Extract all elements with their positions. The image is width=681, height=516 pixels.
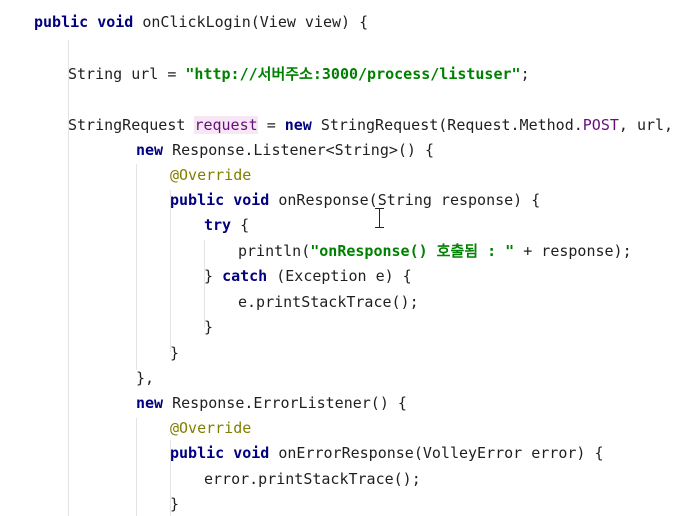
string-literal: "http://서버주소:3000/process/listuser" [185, 65, 521, 83]
indent-guide [68, 40, 69, 516]
constant-post: POST [582, 116, 619, 134]
code-line: StringRequest request = new StringReques… [68, 113, 673, 137]
code-line: println("onResponse() 호출됨 : " + response… [238, 239, 632, 263]
annotation-override: @Override [170, 166, 252, 184]
constructor-call: StringRequest(Request.Method. [320, 116, 583, 134]
annotation-override: @Override [170, 419, 252, 437]
code-line: new Response.Listener<String>() { [136, 138, 434, 162]
variable-name: url [131, 65, 159, 83]
keyword-void: void [233, 191, 270, 209]
arguments: , url, [618, 116, 674, 134]
keyword-public: public [170, 444, 225, 462]
code-line: e.printStackTrace(); [238, 290, 419, 314]
keyword-void: void [97, 13, 134, 31]
indent-guide [204, 240, 205, 328]
keyword-new: new [136, 394, 164, 412]
type-name: String [68, 65, 123, 83]
listener-type: Response.Listener<String>() { [172, 141, 435, 159]
indent-guide [136, 418, 137, 516]
keyword-try: try [204, 216, 232, 234]
brace: }, [136, 369, 155, 387]
keyword-void: void [233, 444, 270, 462]
code-line: public void onErrorResponse(VolleyError … [170, 441, 603, 465]
method-call: e.printStackTrace(); [238, 293, 419, 311]
code-line: }, [136, 366, 154, 390]
method-signature: onErrorResponse(VolleyError error) { [278, 444, 604, 462]
brace: } [204, 267, 214, 285]
code-line: } [170, 341, 179, 365]
indent-guide [170, 440, 171, 516]
catch-clause: (Exception e) { [276, 267, 412, 285]
keyword-new: new [284, 116, 312, 134]
keyword-public: public [170, 191, 225, 209]
code-line: try { [204, 213, 249, 237]
indent-guide [136, 164, 137, 370]
keyword-catch: catch [222, 267, 268, 285]
code-line: @Override [170, 163, 251, 187]
brace: } [170, 344, 180, 362]
code-line: String url = "http://서버주소:3000/process/l… [68, 62, 530, 86]
code-line: } catch (Exception e) { [204, 264, 412, 288]
code-line: error.printStackTrace(); [204, 467, 421, 491]
brace: } [170, 495, 180, 513]
highlighted-variable: request [194, 116, 258, 134]
operator: = [266, 116, 276, 134]
method-call: error.printStackTrace(); [204, 470, 421, 488]
operator: = [167, 65, 177, 83]
method-call: println( [238, 242, 311, 260]
text-cursor-icon [375, 208, 384, 228]
punctuation: ; [520, 65, 530, 83]
brace: } [204, 318, 214, 336]
arguments: + response); [514, 242, 632, 260]
brace: { [240, 216, 250, 234]
indent-guide [170, 190, 171, 352]
method-signature: onClickLogin(View view) { [142, 13, 369, 31]
method-signature: onResponse(String response) { [278, 191, 541, 209]
code-line: } [204, 315, 213, 339]
keyword-new: new [136, 141, 164, 159]
string-literal: "onResponse() 호출됨 : " [310, 242, 515, 260]
type-name: StringRequest [68, 116, 186, 134]
code-line: } [170, 492, 179, 516]
code-line: public void onClickLogin(View view) { [34, 10, 368, 34]
code-line: @Override [170, 416, 251, 440]
listener-type: Response.ErrorListener() { [172, 394, 407, 412]
code-line: public void onResponse(String response) … [170, 188, 540, 212]
keyword-public: public [34, 13, 89, 31]
code-line: new Response.ErrorListener() { [136, 391, 407, 415]
